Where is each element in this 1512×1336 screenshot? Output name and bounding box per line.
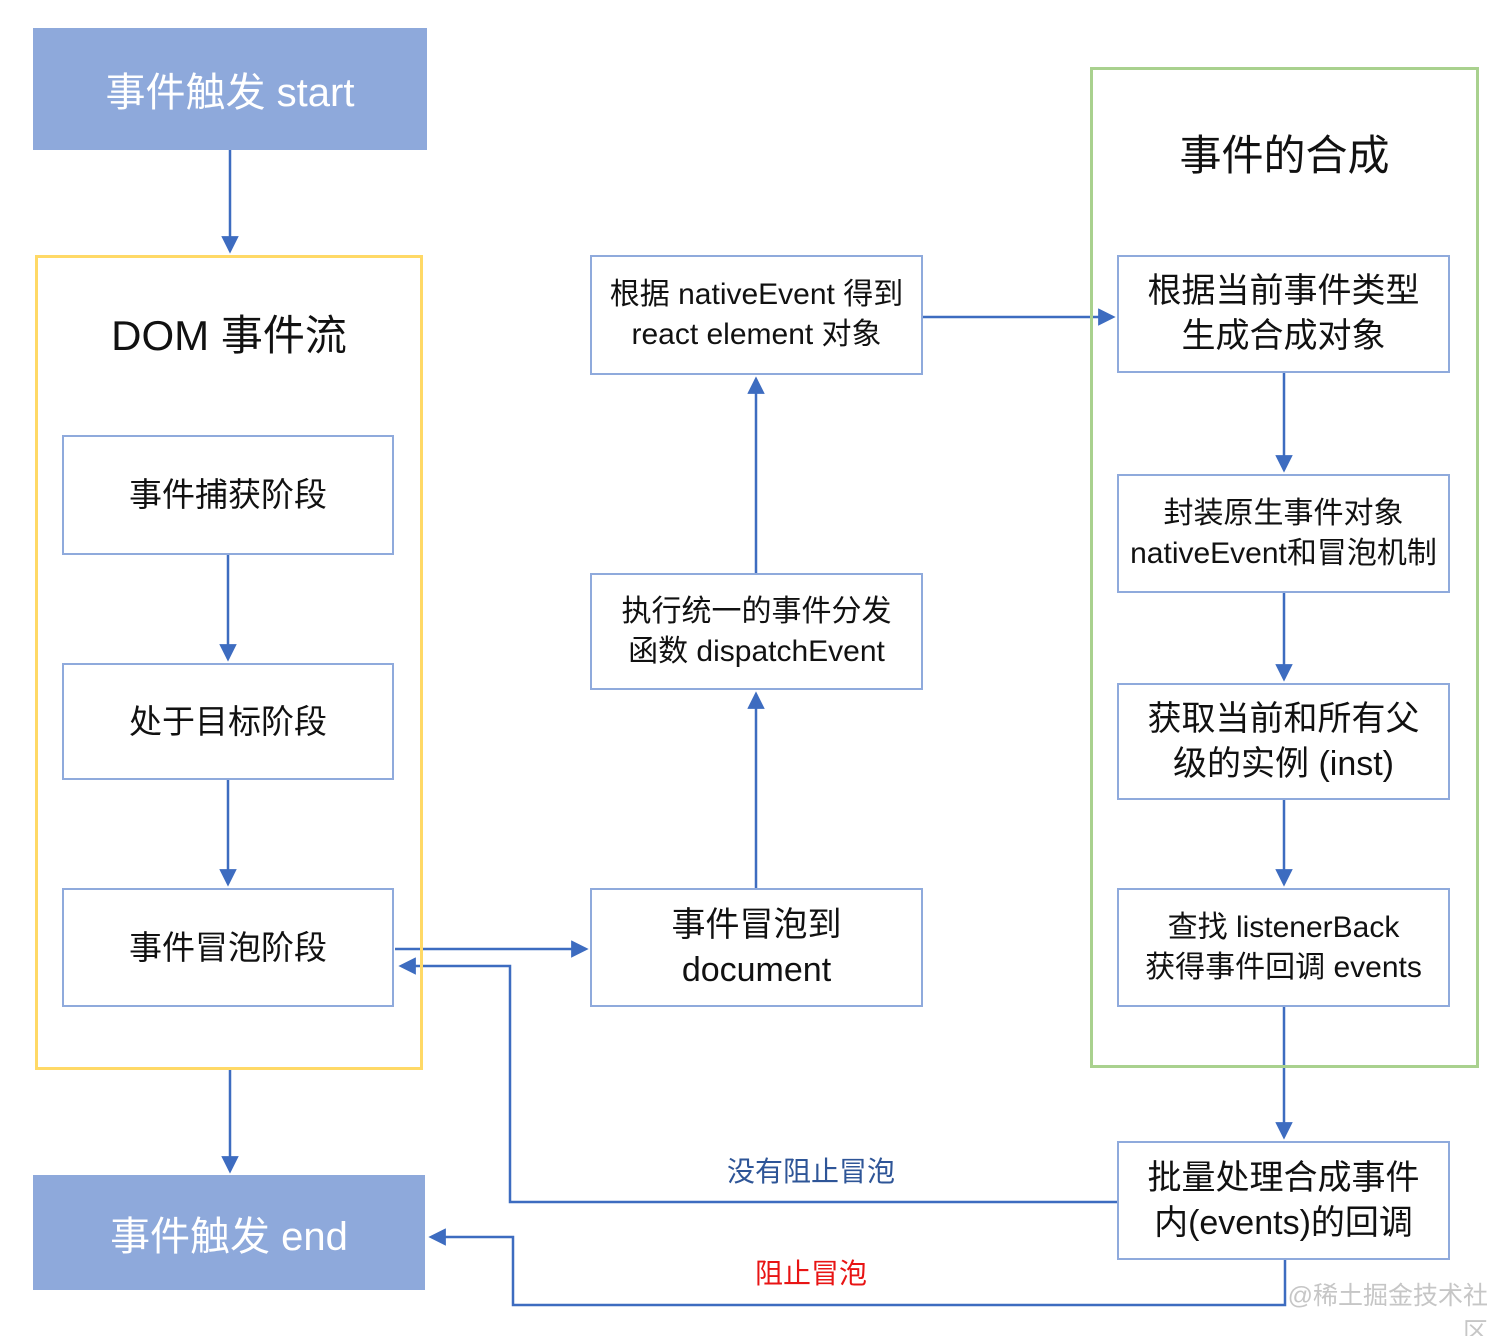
node-bubble-to-document: 事件冒泡到 document — [590, 888, 923, 1007]
node-native-event-to-react-element: 根据 nativeEvent 得到 react element 对象 — [590, 255, 923, 375]
node-label-line2: 内(events)的回调 — [1154, 1203, 1413, 1242]
watermark: @稀土掘金技术社区 — [1287, 1282, 1488, 1336]
node-label-line2: document — [681, 950, 832, 989]
node-label-line2: 级的实例 (inst) — [1173, 744, 1394, 783]
node-label-line2: 函数 dispatchEvent — [628, 634, 885, 668]
node-label-line1: 批量处理合成事件 — [1147, 1158, 1420, 1197]
node-label-line1: 事件冒泡到 — [671, 905, 842, 944]
node-label-line1: 获取当前和所有父 — [1147, 699, 1420, 738]
node-label-line1: 根据当前事件类型 — [1147, 272, 1420, 311]
node-get-instances: 获取当前和所有父 级的实例 (inst) — [1117, 683, 1450, 800]
node-label: 事件触发 start — [105, 71, 355, 115]
node-bubble-phase: 事件冒泡阶段 — [62, 888, 394, 1007]
container-event-synthesis — [1090, 67, 1479, 1068]
node-label-line2: 获得事件回调 events — [1145, 950, 1422, 984]
node-generate-synthetic-object: 根据当前事件类型 生成合成对象 — [1117, 255, 1450, 373]
node-label-line2: react element 对象 — [631, 318, 882, 351]
node-label-line2: 生成合成对象 — [1181, 317, 1386, 355]
node-label-line1: 根据 nativeEvent 得到 — [609, 278, 904, 312]
container-dom-event-flow — [35, 255, 423, 1070]
node-wrap-native-event: 封装原生事件对象 nativeEvent和冒泡机制 — [1117, 474, 1450, 593]
edge-label-no-stop-bubble: 没有阻止冒泡 — [726, 1156, 895, 1187]
node-label-line1: 执行统一的事件分发 — [621, 594, 892, 628]
node-label-line1: 查找 listenerBack — [1167, 910, 1400, 944]
edge-no-stop-bubble — [398, 957, 1117, 1204]
node-dispatch-event: 执行统一的事件分发 函数 dispatchEvent — [590, 573, 923, 690]
node-event-trigger-end: 事件触发 end — [33, 1175, 425, 1290]
node-label: 事件触发 end — [110, 1214, 348, 1259]
node-label: 处于目标阶段 — [129, 702, 327, 740]
node-find-listener-callbacks: 查找 listenerBack 获得事件回调 events — [1117, 888, 1450, 1007]
node-capture-phase: 事件捕获阶段 — [62, 435, 394, 555]
node-label-line1: 封装原生事件对象 — [1163, 496, 1404, 530]
node-label: 事件捕获阶段 — [129, 476, 327, 514]
edge-stop-bubble — [428, 1228, 1287, 1307]
node-label-line2: nativeEvent和冒泡机制 — [1130, 536, 1437, 570]
edge-label-stop-bubble: 阻止冒泡 — [754, 1258, 867, 1289]
node-batch-process-callbacks: 批量处理合成事件 内(events)的回调 — [1117, 1141, 1450, 1260]
node-label: 事件冒泡阶段 — [129, 928, 327, 966]
node-event-trigger-start: 事件触发 start — [33, 28, 427, 150]
dom-flow-title: DOM 事件流 — [111, 312, 347, 359]
synthesis-title: 事件的合成 — [1179, 132, 1390, 179]
node-target-phase: 处于目标阶段 — [62, 663, 394, 780]
